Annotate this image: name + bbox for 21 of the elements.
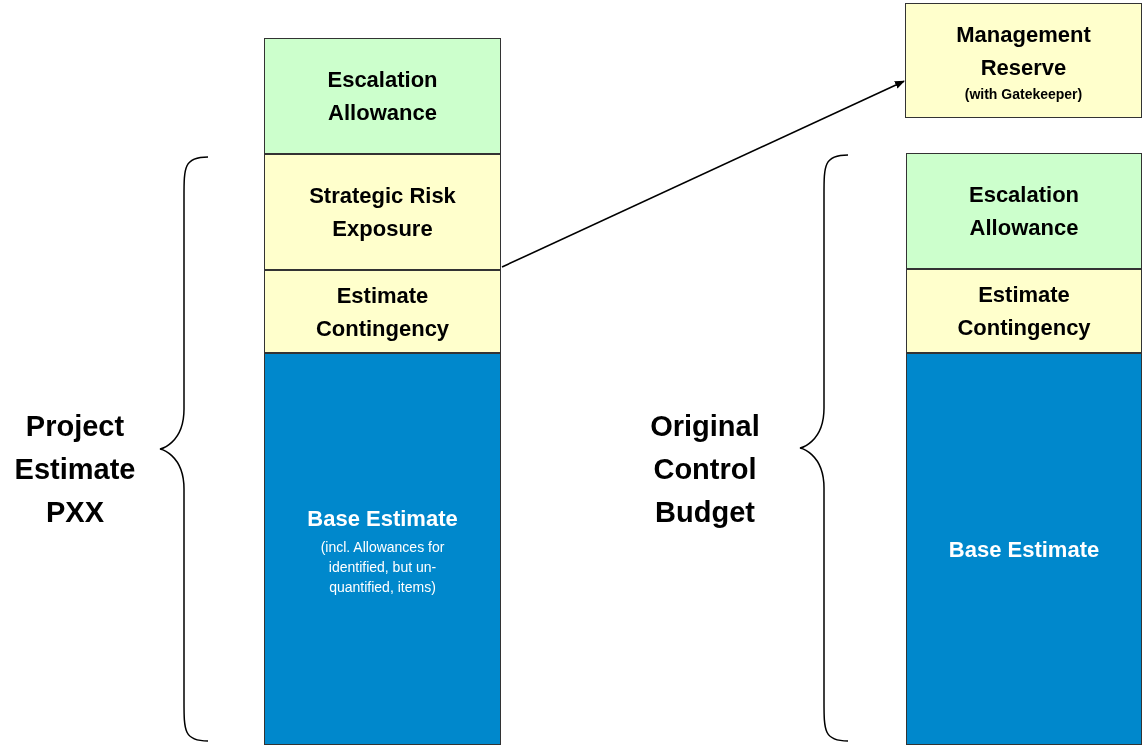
block-title: Strategic Risk Exposure xyxy=(308,182,457,243)
bracket-label: Original Control Budget xyxy=(649,409,761,530)
block-title: Base Estimate xyxy=(947,535,1101,564)
cost-block xyxy=(264,353,501,745)
bracket-label: Project Estimate PXX xyxy=(13,409,137,530)
block-title: Escalation Allowance xyxy=(326,66,439,127)
block-note: (incl. Allowances for identified, but un-quantified, items) xyxy=(319,537,446,597)
cost-block xyxy=(905,3,1142,118)
block-title: Estimate Contingency xyxy=(314,281,451,343)
cost-block xyxy=(264,154,501,270)
cost-block xyxy=(906,353,1142,745)
arrow xyxy=(501,80,905,268)
block-title: Management Reserve xyxy=(955,20,1092,82)
block-title: Estimate Contingency xyxy=(956,281,1092,342)
cost-block xyxy=(906,153,1142,269)
cost-block xyxy=(264,38,501,154)
cost-block xyxy=(264,270,501,353)
block-title: Escalation Allowance xyxy=(967,181,1080,242)
block-title: Base Estimate xyxy=(306,504,459,533)
cost-block xyxy=(906,269,1142,353)
block-note: (with Gatekeeper) xyxy=(963,84,1084,104)
